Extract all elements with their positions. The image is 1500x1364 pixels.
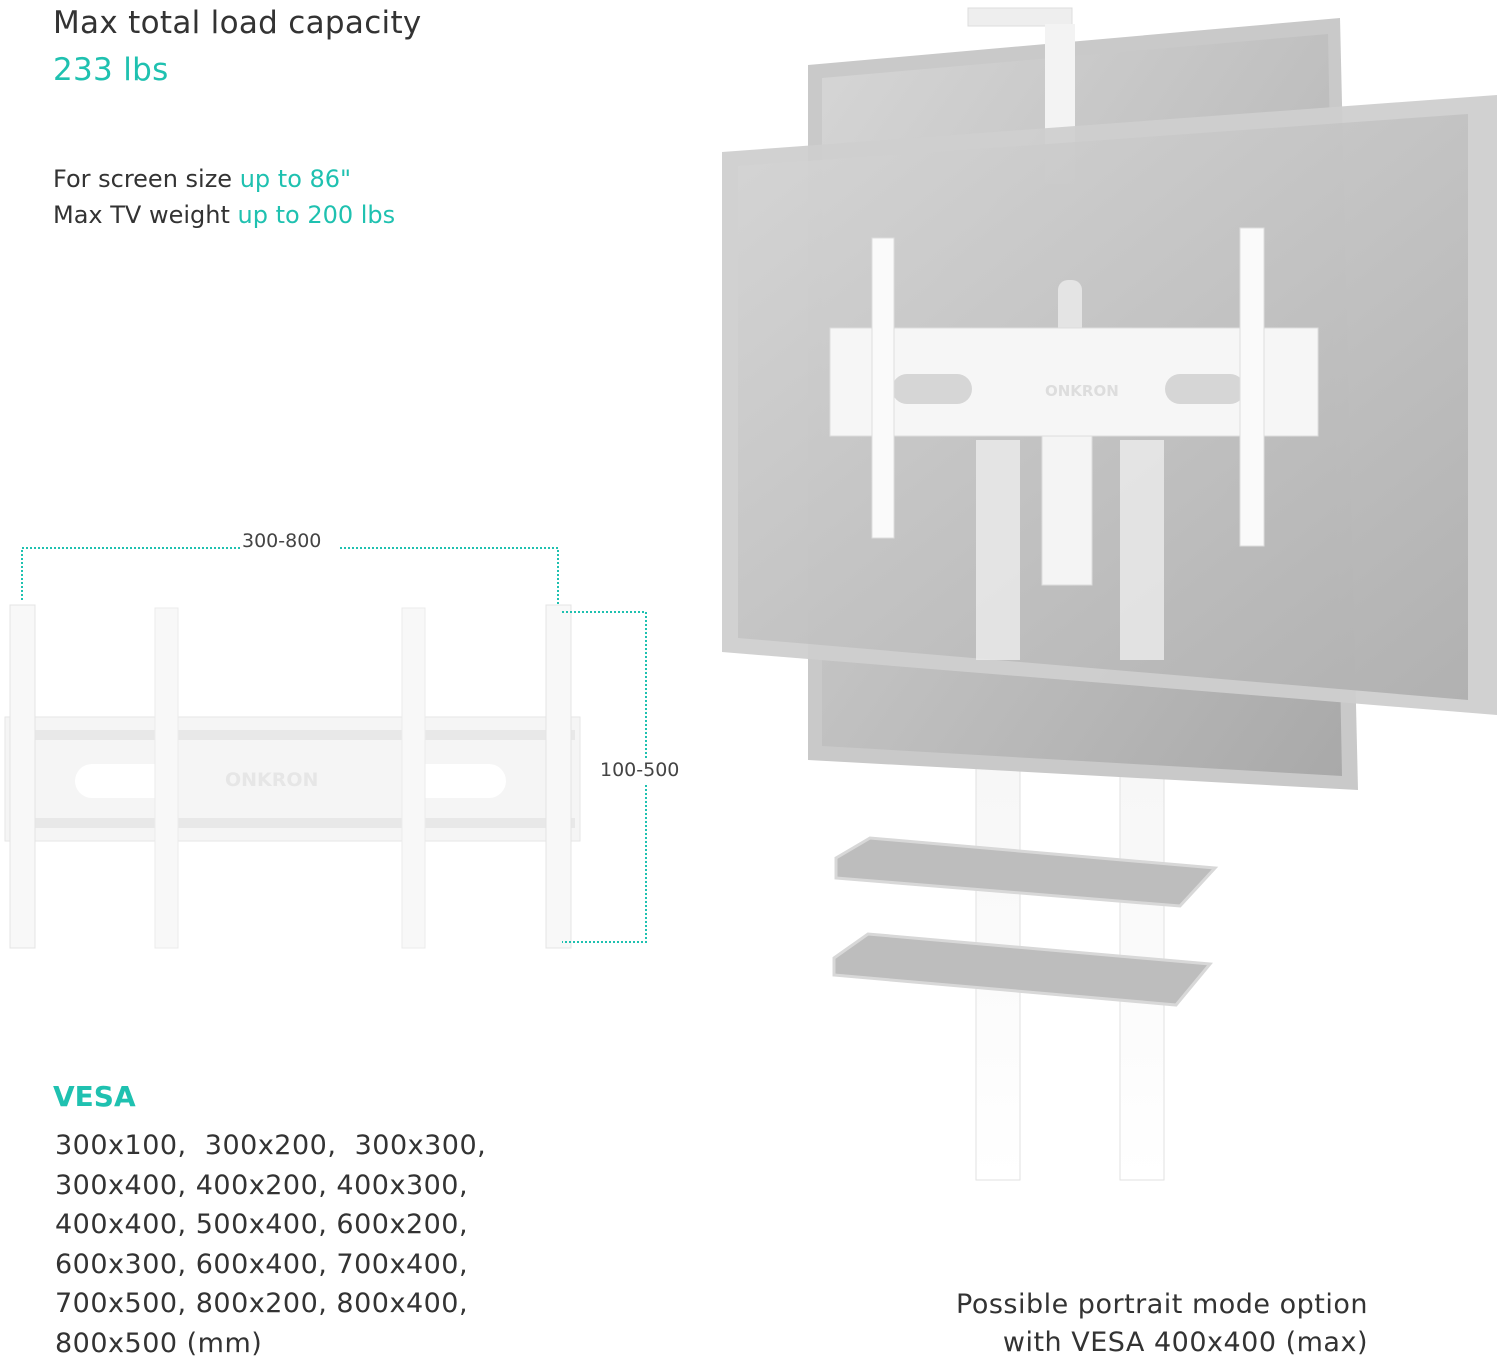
vesa-line: 600x300, 600x400, 700x400, <box>55 1248 469 1280</box>
spec-label: Max TV weight <box>53 201 230 229</box>
vesa-line: 300x400, 400x200, 400x300, <box>55 1169 469 1201</box>
caption-line1: Possible portrait mode option <box>956 1289 1368 1320</box>
tv-landscape: ONKRON <box>722 95 1497 715</box>
spec-tv-weight: Max TV weight up to 200 lbs <box>53 201 395 229</box>
vesa-line: 400x400, 500x400, 600x200, <box>55 1209 469 1241</box>
spec-value: up to 86" <box>239 165 352 193</box>
brand-logo-tv: ONKRON <box>1045 382 1119 400</box>
dimension-lines <box>21 547 647 943</box>
vesa-list: 300x100, 300x200, 300x300, 300x400, 400x… <box>55 1126 486 1364</box>
shelves <box>832 836 1219 1007</box>
dimension-horizontal: 300-800 <box>242 530 322 552</box>
dimension-vertical: 100-500 <box>600 759 680 781</box>
caption-line2: with VESA 400x400 (max) <box>1002 1327 1368 1358</box>
vesa-line: 300x100, 300x200, 300x300, <box>55 1130 487 1161</box>
vesa-title: VESA <box>53 1080 136 1113</box>
spec-value: up to 200 lbs <box>237 201 396 229</box>
capacity-label: Max total load capacity <box>53 5 422 41</box>
vesa-bracket: ONKRON <box>4 604 581 949</box>
capacity-value: 233 lbs <box>53 52 169 88</box>
vesa-line: 800x500 (mm) <box>55 1327 263 1359</box>
vesa-line: 700x500, 800x200, 800x400, <box>55 1288 469 1320</box>
spec-label: For screen size <box>53 165 233 193</box>
portrait-caption: Possible portrait mode option with VESA … <box>956 1286 1368 1362</box>
brand-logo-bracket: ONKRON <box>225 769 318 791</box>
spec-screen-size: For screen size up to 86" <box>53 165 351 193</box>
